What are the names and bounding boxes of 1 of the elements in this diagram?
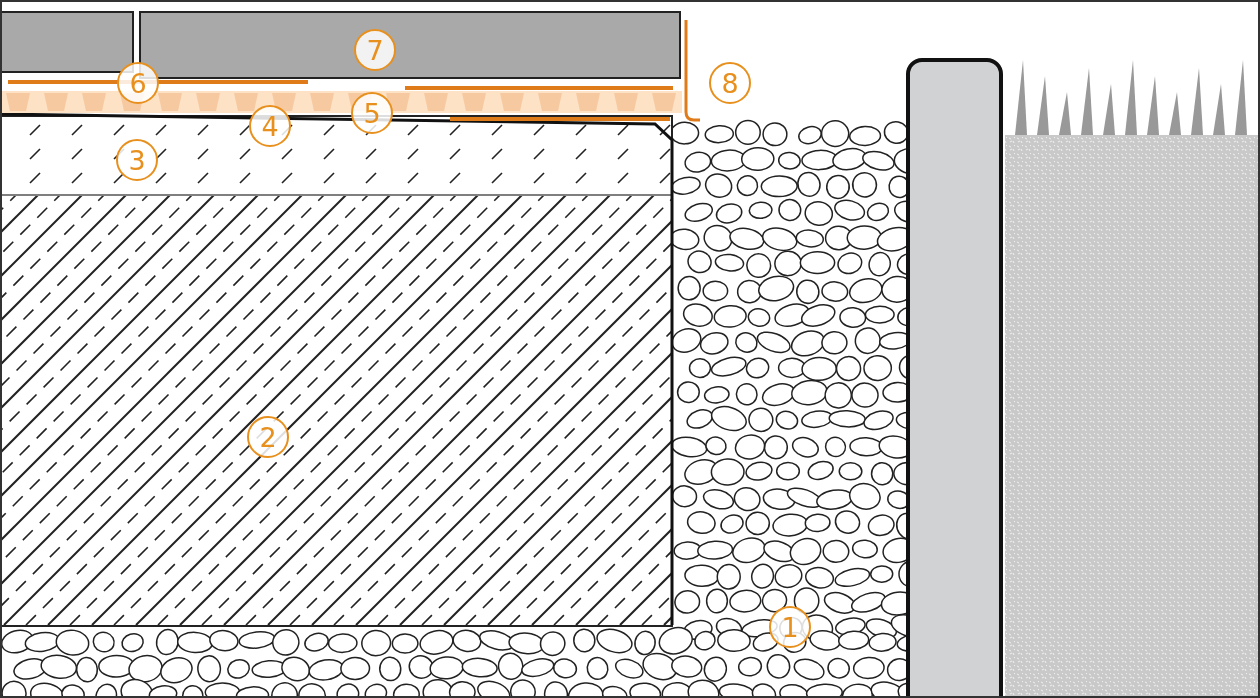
callout-number: 8 [709, 62, 751, 104]
